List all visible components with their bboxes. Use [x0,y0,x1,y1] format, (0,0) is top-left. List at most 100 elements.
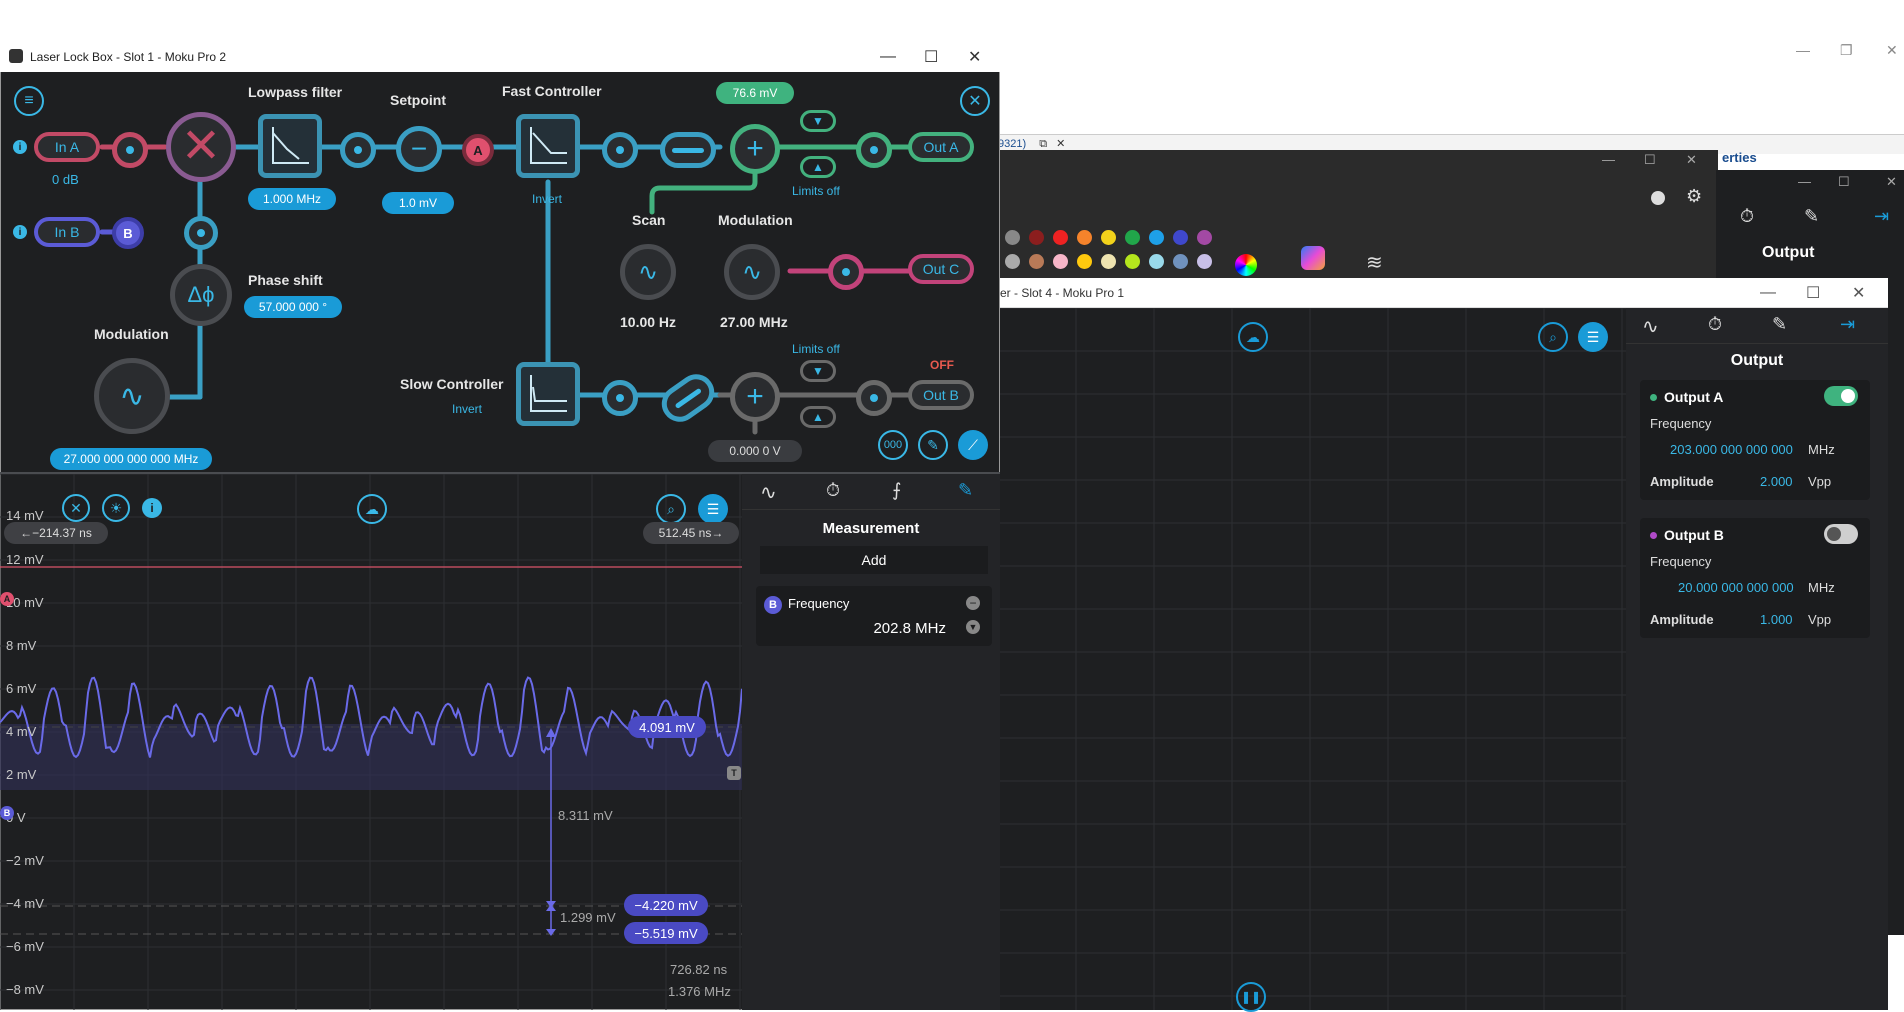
color-swatch[interactable] [1005,254,1020,269]
color-swatch[interactable] [1173,230,1188,245]
scan-oscillator[interactable]: ∿ [620,244,676,300]
output-a-freq[interactable]: 203.000 000 000 000 [1670,442,1793,457]
fast-controller-block[interactable] [516,114,580,178]
timer-icon[interactable]: ⏱ [1708,314,1723,334]
color-swatch[interactable] [1053,230,1068,245]
waveform-icon[interactable]: ∿ [760,482,777,504]
slot4-cloud-button[interactable]: ☁ [1238,322,1268,352]
close-icon[interactable]: ✕ [1886,174,1897,189]
limits-label-a[interactable]: Limits off [792,184,840,198]
color-swatch[interactable] [1197,254,1212,269]
cursor-min2-chip[interactable]: −5.519 mV [624,922,708,944]
waveform-icon[interactable]: ∿ [1642,316,1659,338]
restore-icon[interactable]: ☐ [1644,152,1656,167]
bg-tab[interactable]: 9321) ⧉ ✕ [998,137,1065,151]
color-swatch[interactable] [1197,230,1212,245]
out-c-button[interactable]: Out C [908,254,974,284]
restore-icon[interactable]: ☐ [1838,174,1850,189]
close-icon[interactable]: ✕ [1852,285,1866,302]
modulation-oscillator[interactable]: ∿ [724,244,780,300]
settings-icon[interactable]: ⚙ [1686,186,1703,206]
close-icon[interactable]: ✕ [1886,42,1898,58]
in-b-button[interactable]: In B [34,217,100,247]
minimize-icon[interactable]: — [1796,42,1810,58]
fast-invert[interactable]: Invert [532,192,563,206]
slot4-zoom-button[interactable]: ⌕ [1538,322,1568,352]
slot4-pause-button[interactable]: ❚❚ [1236,982,1266,1012]
output-b-toggle[interactable] [1824,524,1858,544]
lo-frequency[interactable]: 27.000 000 000 000 MHz [50,448,212,470]
color-swatch[interactable] [1005,230,1020,245]
output-b-freq[interactable]: 20.000 000 000 000 [1678,580,1794,595]
setpoint-node[interactable]: − [396,126,442,172]
notes-button[interactable]: ✎ [918,430,948,460]
setpoint-value[interactable]: 1.0 mV [382,192,454,214]
out-b-button[interactable]: Out B [908,380,974,410]
mixer-node[interactable]: ✕ [166,112,236,182]
lowpass-block[interactable] [258,114,322,178]
marker-b[interactable]: B [0,806,14,820]
datalogger-button[interactable]: 000 [878,430,908,460]
output-a-toggle[interactable] [1824,386,1858,406]
ruler-icon[interactable]: ✎ [1772,314,1788,334]
sum-node-b[interactable]: + [730,372,780,422]
sum-node-a[interactable]: + [730,124,780,174]
slot4-settings-button[interactable]: ☰ [1578,322,1608,352]
restore-icon[interactable]: ☐ [1806,285,1821,302]
info-icon-b[interactable]: i [13,225,27,239]
close-icon[interactable]: ✕ [968,49,982,66]
slow-invert[interactable]: Invert [452,402,483,416]
tools-button[interactable]: ✕ [960,86,990,116]
limit-down-a[interactable]: ▲ [800,156,836,178]
color-swatch[interactable] [1077,254,1092,269]
modulation-freq[interactable]: 27.00 MHz [720,314,788,330]
color-swatch[interactable] [1029,230,1044,245]
color-swatch[interactable] [1077,230,1092,245]
lo-oscillator[interactable]: ∿ [94,358,170,434]
remove-measurement-icon[interactable]: − [966,596,980,610]
expand-measurement-icon[interactable]: ▼ [966,620,980,634]
minimize-icon[interactable]: — [1602,152,1615,167]
minimize-icon[interactable]: — [1760,284,1776,301]
scope-settings-button[interactable]: ☰ [698,494,728,524]
menu-button[interactable]: ≡ [14,86,44,116]
ruler-icon[interactable]: ✎ [958,480,974,500]
color-swatch[interactable] [1125,230,1140,245]
minimize-icon[interactable]: — [1798,174,1811,189]
phase-shift-node[interactable]: Δϕ [170,264,232,326]
ruler-icon[interactable]: ✎ [1804,206,1820,226]
color-swatch[interactable] [1101,230,1116,245]
trigger-edge-icon[interactable]: ⨍ [892,480,902,500]
cursor-max-chip[interactable]: 4.091 mV [628,716,706,738]
minimize-icon[interactable]: — [880,48,896,65]
add-measurement-button[interactable]: Add [760,546,988,574]
output-a-amp[interactable]: 2.000 [1760,474,1793,489]
popout-icon[interactable]: ⧉ [1039,138,1048,150]
scan-enable-switch[interactable] [660,132,716,168]
color-swatch[interactable] [1149,254,1164,269]
close-icon[interactable]: ✕ [1686,152,1697,167]
trigger-marker[interactable]: T [727,766,741,780]
in-a-button[interactable]: In A [34,132,100,162]
color-swatch[interactable] [1053,254,1068,269]
copilot-icon[interactable] [1301,246,1325,270]
probe-a-badge[interactable]: A [462,134,494,166]
timer-icon[interactable]: ⏱ [826,480,841,500]
limit-up-b[interactable]: ▼ [800,360,836,382]
scope-close-button[interactable]: ✕ [62,494,90,522]
maximize-icon[interactable]: ☐ [924,49,939,66]
timer-icon[interactable]: ⏱ [1740,206,1755,226]
scope-brightness-button[interactable]: ☀ [102,494,130,522]
cursor-right-chip[interactable]: 512.45 ns → [643,522,739,544]
color-swatch[interactable] [1101,254,1116,269]
output-icon[interactable]: ⇥ [1874,206,1890,226]
restore-icon[interactable]: ❐ [1840,42,1853,58]
in-a-gain[interactable]: 0 dB [52,172,79,187]
color-swatch[interactable] [1173,254,1188,269]
scope-button[interactable]: ⟋ [958,430,988,460]
offset-chip-b[interactable]: 0.000 0 V [708,440,802,462]
layers-icon[interactable]: ≋ [1366,252,1383,274]
output-b-amp[interactable]: 1.000 [1760,612,1793,627]
scope-info-icon[interactable]: i [142,498,162,518]
slow-controller-block[interactable] [516,362,580,426]
